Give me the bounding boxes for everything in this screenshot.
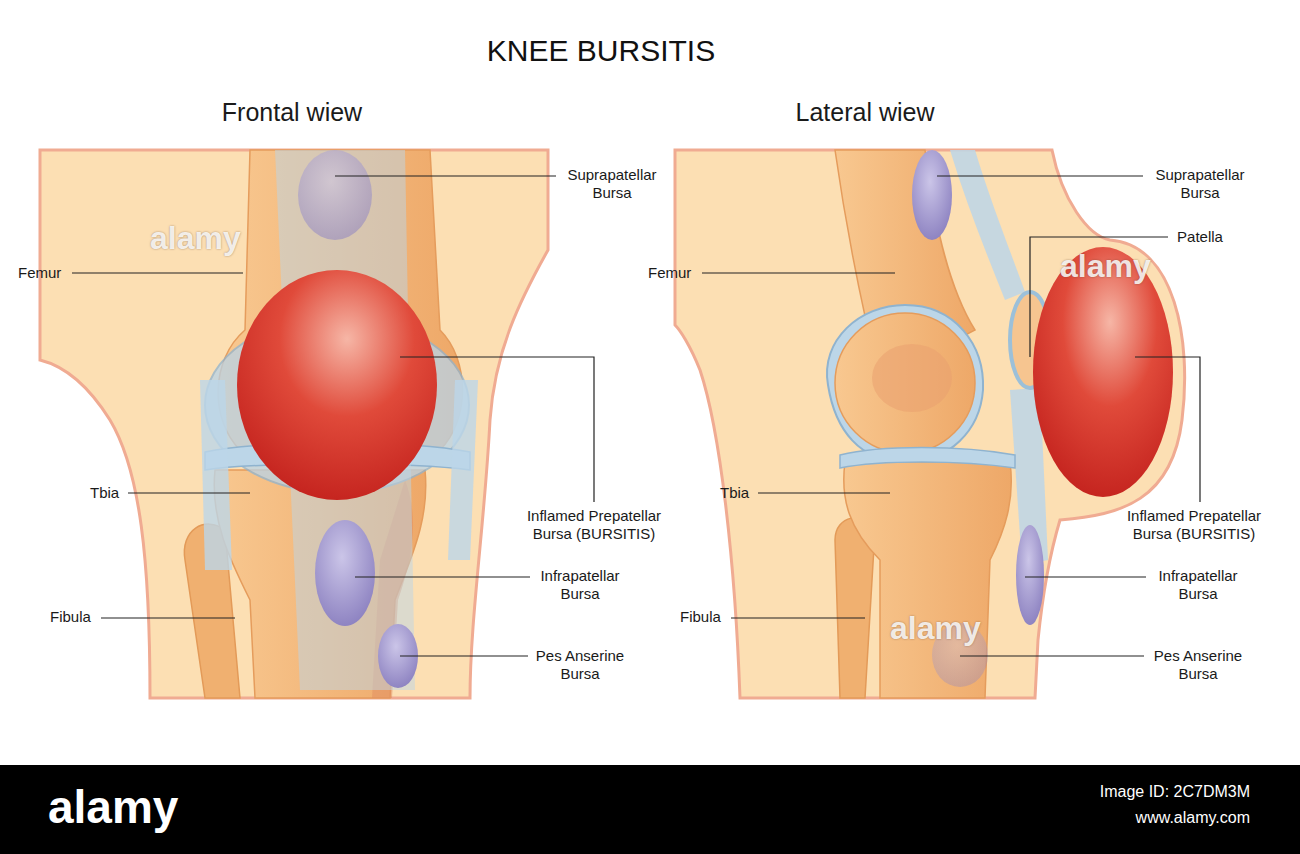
leader-line (400, 655, 528, 656)
part-label: Pes Anserine Bursa (520, 647, 640, 683)
watermark: alamy (1060, 250, 1151, 282)
infrapatellar-bursa (1016, 525, 1044, 625)
leader-line (937, 175, 1143, 176)
footer-url: www.alamy.com (1136, 808, 1250, 827)
leader-line (355, 576, 530, 577)
leader-line (400, 357, 594, 502)
part-label: Fibula (50, 608, 91, 626)
footer-id: Image ID: 2C7DM3M (1100, 782, 1250, 801)
view-heading: Frontal wiew (222, 97, 362, 127)
meniscus (840, 448, 1015, 469)
leader-line (702, 272, 895, 273)
leg-skin (40, 150, 548, 698)
leader-line (758, 492, 890, 493)
watermark: alamy (150, 222, 241, 254)
quadriceps-tendon (950, 150, 1025, 300)
part-label: Pes Anserine Bursa (1138, 647, 1258, 683)
inflamed-bursa (237, 270, 437, 500)
footer-logo: alamy (48, 784, 178, 830)
footer-bar (0, 765, 1300, 854)
part-label: Fibula (680, 608, 721, 626)
part-label: Infrapatellar Bursa (520, 567, 640, 603)
diagram-title: KNEE BURSITIS (487, 33, 715, 69)
leader-line (101, 617, 235, 618)
leader-line (1030, 237, 1168, 357)
leader-line (1025, 576, 1146, 577)
leg-skin (675, 150, 1185, 698)
inflamed-bursa (1033, 247, 1173, 497)
condyle-shade (872, 344, 952, 412)
part-label: Inflamed Prepatellar Bursa (BURSITIS) (507, 507, 682, 543)
collateral-ligament (200, 380, 232, 570)
part-label: Inflamed Prepatellar Bursa (BURSITIS) (1107, 507, 1282, 543)
leader-line (72, 272, 243, 273)
tibia-bone (844, 462, 1012, 698)
part-label: Tbia (90, 484, 119, 502)
part-label: Suprapatellar Bursa (1140, 166, 1260, 202)
joint-capsule (827, 305, 983, 462)
view-heading: Lateral wiew (796, 97, 935, 127)
part-label: Tbia (720, 484, 749, 502)
suprapatellar-bursa (298, 150, 372, 240)
femoral-condyle (835, 313, 975, 453)
leader-line (1135, 357, 1200, 502)
part-label: Femur (18, 264, 61, 282)
suprapatellar-bursa (912, 150, 952, 240)
part-label: Femur (648, 264, 691, 282)
part-label: Patella (1177, 228, 1223, 246)
leader-line (335, 175, 556, 176)
watermark: alamy (890, 612, 981, 644)
leader-line (960, 655, 1144, 656)
collateral-ligament (448, 380, 478, 560)
part-label: Suprapatellar Bursa (552, 166, 672, 202)
infrapatellar-bursa (315, 520, 375, 626)
leader-line (731, 617, 865, 618)
part-label: Infrapatellar Bursa (1138, 567, 1258, 603)
leader-line (128, 492, 250, 493)
